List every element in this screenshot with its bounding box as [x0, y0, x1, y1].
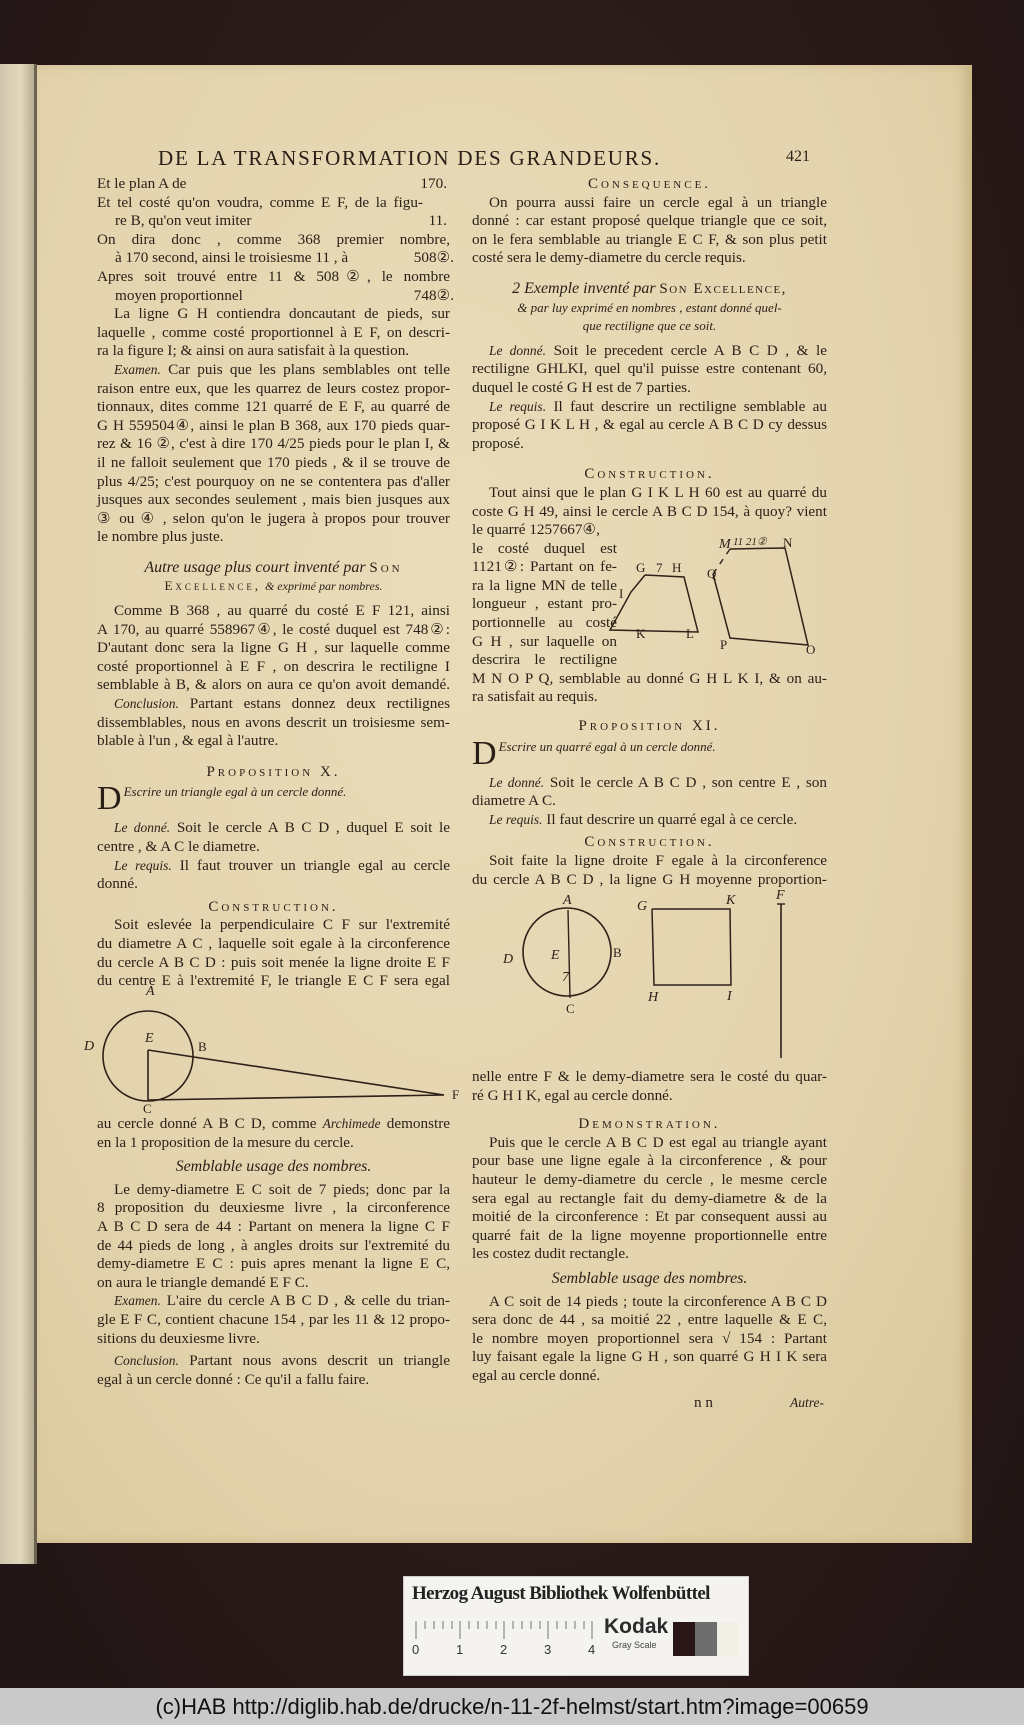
paragraph-after-figure-2: nelle entre F & le demy-diametre sera le…: [472, 1068, 827, 1104]
page-footer-marks: n n Autre-: [472, 1394, 827, 1414]
svg-text:M: M: [718, 537, 732, 552]
paragraph-conclusion: Conclusion. Partant estans donnez deux r…: [97, 695, 450, 750]
svg-text:G: G: [637, 899, 647, 914]
paragraph-demonstration: Puis que le cercle A B C D est egal au t…: [472, 1133, 827, 1263]
swatch-light: [717, 1622, 739, 1656]
svg-text:Q: Q: [707, 566, 717, 581]
paragraph-construction-2: Soit faite la ligne droite F egale à la …: [472, 852, 827, 888]
paragraph-le-requis: Le requis. Il faut trouver un triangle e…: [97, 856, 450, 893]
exemple-heading: 2 Exemple inventé par Son Excellence,: [512, 279, 787, 297]
svg-text:3: 3: [544, 1642, 551, 1657]
swatch-dark: [673, 1622, 695, 1656]
facing-page-edge: [0, 64, 34, 1564]
semblable-usage-title-r: Semblable usage des nombres.: [551, 1269, 748, 1287]
exemple-heading-3: que rectiligne que ce soit.: [582, 318, 717, 334]
paragraph-semblable-r: A C soit de 14 pieds ; toute la circonfe…: [472, 1292, 827, 1384]
svg-text:C: C: [143, 1101, 152, 1116]
paragraph-le-requis-r: Le requis. Il faut descrire un rectilign…: [472, 397, 828, 452]
paragraph-construction-end: M N O P Q, semblable au donné G H L K I,…: [472, 669, 827, 706]
running-header: DE LA TRANSFORMATION DES GRANDEURS.: [158, 146, 662, 170]
paragraph-examen: Examen. Car puis que les plans semblable…: [97, 360, 450, 546]
right-column: Consequence. On pourra aussi faire un ce…: [472, 175, 827, 889]
demonstration-title: Demonstration.: [578, 1116, 721, 1133]
proposition-x-title: Proposition X.: [206, 763, 341, 780]
svg-text:1: 1: [456, 1642, 463, 1657]
ruler-scale: 0 1 2 3 4: [412, 1621, 595, 1657]
book-page: [37, 65, 972, 1543]
signature-mark: n n: [694, 1393, 713, 1411]
paragraph-construction: Soit eslevée la perpendiculaire C F sur …: [97, 916, 450, 990]
page-gutter: [34, 64, 37, 1564]
autre-usage-heading-2: Excellence, & exprimé par nombres.: [164, 578, 383, 594]
svg-text:4: 4: [588, 1642, 595, 1657]
paragraph-construction-narrow: le quarré 1257667④, le costé duquel est …: [472, 521, 617, 669]
paragraph-comme: Comme B 368 , au quarré du costé E F 121…: [97, 602, 450, 694]
construction-title: Construction.: [208, 898, 339, 915]
svg-text:E: E: [550, 948, 560, 963]
svg-text:N: N: [783, 535, 793, 550]
svg-text:B: B: [198, 1039, 207, 1054]
paragraph-consequence: On pourra aussi faire un cercle egal à u…: [472, 193, 827, 267]
svg-text:P: P: [720, 637, 727, 652]
svg-text:F: F: [775, 888, 785, 903]
exemple-heading-2: & par luy exprimé en nombres , estant do…: [517, 299, 782, 315]
svg-text:G: G: [636, 560, 645, 575]
paragraph-le-donne-2: Le donné. Soit le cercle A B C D , son c…: [472, 773, 827, 810]
svg-text:D: D: [502, 952, 513, 967]
catchword: Autre-: [790, 1394, 824, 1410]
library-scan-label: Herzog August Bibliothek Wolfenbüttel 0 …: [403, 1576, 749, 1676]
svg-text:7: 7: [562, 970, 570, 985]
paragraph-archimede: au cercle donné A B C D, comme Archimede…: [97, 1115, 451, 1151]
copyright-footer: (c)HAB http://diglib.hab.de/drucke/n-11-…: [0, 1688, 1024, 1725]
gray-scale-label: Gray Scale: [612, 1640, 657, 1650]
proposition-xi-title: Proposition XI.: [578, 718, 721, 735]
paragraph-examen-2: Examen. L'aire du cercle A B C D , & cel…: [97, 1292, 450, 1347]
page-number: 421: [786, 148, 810, 165]
semblable-usage-title: Semblable usage des nombres.: [175, 1158, 372, 1176]
svg-text:H: H: [647, 990, 659, 1005]
svg-text:I: I: [619, 586, 623, 601]
paragraph-ligne-gh: La ligne G H contiendra doncautant de pi…: [97, 305, 450, 360]
svg-text:O: O: [806, 642, 815, 657]
svg-text:7: 7: [656, 560, 663, 575]
library-name: Herzog August Bibliothek Wolfenbüttel: [412, 1583, 710, 1604]
paragraph-semblable: Le demy-diametre E C soit de 7 pieds; do…: [97, 1180, 450, 1291]
kodak-logo: Kodak: [604, 1615, 669, 1638]
paragraph-construction-r: Tout ainsi que le plan G I K L H 60 est …: [472, 483, 827, 520]
svg-text:2: 2: [500, 1642, 507, 1657]
construction-title-r: Construction.: [584, 466, 715, 483]
svg-text:A: A: [562, 893, 572, 908]
svg-text:H: H: [672, 560, 681, 575]
svg-text:E: E: [144, 1031, 154, 1046]
svg-text:K: K: [636, 626, 646, 641]
svg-text:D: D: [83, 1039, 94, 1054]
svg-text:11 21②: 11 21②: [733, 536, 768, 548]
right-column-lower: nelle entre F & le demy-diametre sera le…: [472, 1068, 827, 1414]
svg-text:L: L: [686, 626, 694, 641]
left-column-lower: au cercle donné A B C D, comme Archimede…: [97, 1115, 450, 1389]
autre-usage-heading: Autre usage plus court inventé par Son: [144, 558, 403, 576]
paragraph-le-requis-2: Le requis. Il faut descrire un quarré eg…: [489, 810, 798, 828]
svg-text:F: F: [452, 1087, 459, 1102]
svg-text:I: I: [726, 989, 733, 1004]
svg-text:A: A: [145, 984, 155, 999]
svg-text:C: C: [566, 1001, 575, 1016]
swatch-mid: [695, 1622, 717, 1656]
svg-text:K: K: [725, 893, 736, 908]
paragraph-le-donne-r: Le donné. Soit le precedent cercle A B C…: [472, 341, 827, 396]
paragraph-le-donne: Le donné. Soit le cercle A B C D , duque…: [97, 819, 450, 855]
svg-text:B: B: [613, 945, 622, 960]
svg-text:0: 0: [412, 1642, 419, 1657]
construction-title-2: Construction.: [584, 834, 715, 851]
consequence-title: Consequence.: [587, 176, 712, 192]
paragraph-conclusion-2: Conclusion. Partant nous avons descrit u…: [97, 1352, 451, 1388]
